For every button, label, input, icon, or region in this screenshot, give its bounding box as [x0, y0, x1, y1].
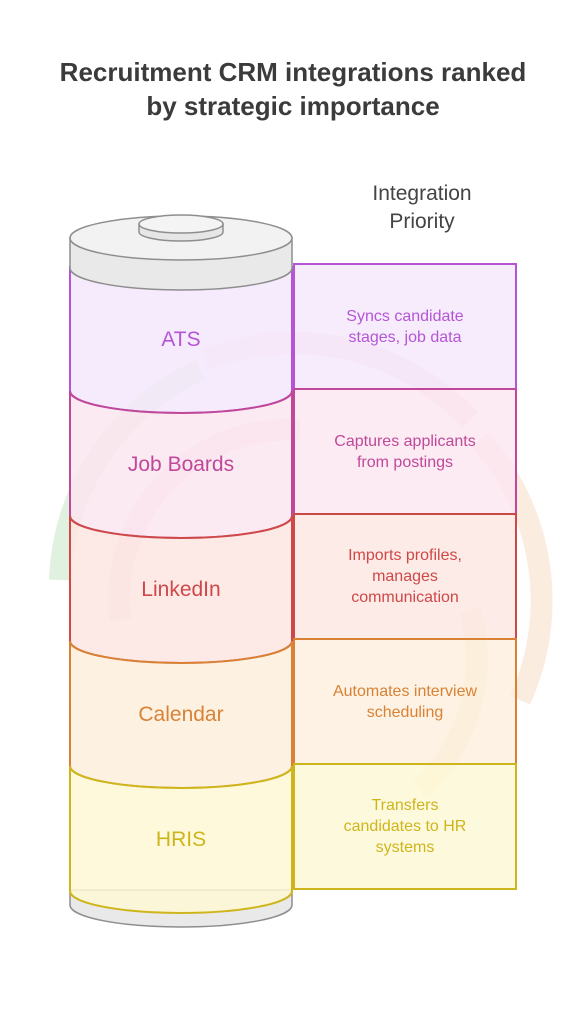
description-line: systems	[375, 839, 435, 856]
battery-segment-hris	[69, 765, 293, 914]
description-line: stages, job data	[348, 328, 462, 346]
segment-description: Automates interview scheduling	[296, 681, 514, 723]
description-line: Transfers	[371, 797, 439, 814]
description-line: Captures applicants	[334, 432, 476, 450]
description-line: from postings	[356, 453, 454, 471]
description-line: Imports profiles,	[348, 547, 462, 564]
segment-description: Captures applicants from postings	[296, 431, 514, 473]
description-box-hris	[293, 763, 517, 890]
description-line: communication	[351, 589, 459, 606]
priority-header: Integration Priority	[330, 180, 514, 236]
segment-label: ATS	[161, 328, 201, 351]
description-line: manages	[372, 568, 438, 585]
segment-label: Calendar	[138, 703, 224, 726]
segment-label: LinkedIn	[141, 578, 221, 601]
priority-header-line-2: Priority	[389, 210, 455, 233]
description-line: Automates interview	[332, 682, 478, 700]
title-line-2: by strategic importance	[146, 91, 440, 121]
battery-top	[69, 214, 293, 291]
title-line-1: Recruitment CRM integrations ranked	[59, 57, 527, 87]
segment-description: Syncs candidate stages, job data	[296, 306, 514, 348]
segment-description: Imports profiles, manages communication	[296, 545, 514, 608]
description-line: scheduling	[366, 703, 444, 721]
segment-description: Transfers candidates to HR systems	[296, 795, 514, 858]
description-box-ats	[293, 263, 517, 390]
priority-header-line-1: Integration	[372, 182, 472, 205]
description-line: candidates to HR	[343, 818, 467, 835]
description-line: Syncs candidate	[346, 307, 464, 325]
segment-label: Job Boards	[127, 453, 235, 476]
segment-label: HRIS	[155, 828, 207, 851]
diagram-title: Recruitment CRM integrations ranked by s…	[0, 55, 586, 123]
description-box-job-boards	[293, 388, 517, 515]
